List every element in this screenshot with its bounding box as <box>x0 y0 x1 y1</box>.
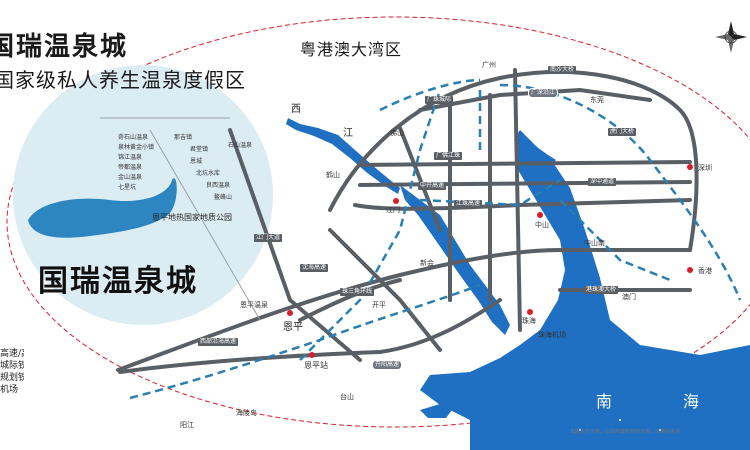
road-label: 江门大道 <box>254 234 283 242</box>
inset-item: 恩城 <box>190 158 203 165</box>
road-southern <box>118 298 502 374</box>
road-kaiping <box>328 228 442 352</box>
footnote: 本图仅为示意，以政府最终规划为准，非要约承诺 <box>570 429 681 435</box>
rail-zhuhai <box>559 199 671 282</box>
legend-item: 机场 <box>0 385 19 395</box>
jiangmen-marker <box>393 198 399 204</box>
city-label-hailing-island: 海陵岛 <box>236 409 257 417</box>
city-label-macao: 澳门 <box>622 293 636 301</box>
road-label: 南沙大桥 <box>548 66 577 74</box>
compass-icon <box>715 21 747 53</box>
road-label: 港珠澳大桥 <box>584 286 619 294</box>
city-markers <box>287 164 693 358</box>
inset-item: 君堂镇 <box>190 146 209 153</box>
inset-circle <box>13 65 273 325</box>
brand-title: 国瑞温泉城 <box>0 32 129 62</box>
hongkong-marker <box>687 267 693 273</box>
xijiang-river <box>286 118 400 194</box>
river-label-jiang: 江 <box>343 128 353 139</box>
pearl-river-mouth <box>514 130 556 168</box>
enping-station-marker <box>309 352 315 358</box>
region-boundary-ellipse <box>6 16 750 428</box>
inset-lake <box>28 178 177 238</box>
inset-item: 良西温泉 <box>206 182 231 189</box>
inset-item: 帝都温泉 <box>118 164 143 171</box>
legend-item: 高速/高速 <box>0 349 24 359</box>
road-label: 广佛江珠 <box>434 152 463 160</box>
road-label: 西部沿海高速 <box>198 338 239 346</box>
road-diagonal <box>398 126 442 232</box>
city-label-shenzhen: 深圳 <box>698 164 712 172</box>
road-label: 虎门大桥 <box>608 128 637 136</box>
city-label-zhuhai: 珠海 <box>522 317 536 325</box>
legend: 高速/高速 城际铁路 规划铁路 机场 <box>0 348 24 396</box>
coastal-island <box>420 404 452 418</box>
inset-road-1 <box>149 129 261 321</box>
city-label-zhuhai-airport: 珠海机场 <box>538 331 566 339</box>
road-ring <box>328 70 699 252</box>
city-label-hongkong: 香港 <box>698 267 712 275</box>
inset-item: 那吉镇 <box>174 134 193 141</box>
inset-item: 锦江温泉 <box>118 154 143 161</box>
sea-label-part1: 南 <box>596 392 613 411</box>
city-label-taishan: 台山 <box>340 393 354 401</box>
inset-item: 鳌峰山 <box>214 194 233 201</box>
city-label-jiangmen: 江门 <box>386 206 400 214</box>
inset-roads <box>100 117 261 321</box>
brand-subtitle: 国家级私人养生温泉度假区 <box>0 68 246 92</box>
city-label-enping-station: 恩平站 <box>304 361 328 370</box>
shenzhen-marker <box>687 164 693 170</box>
city-label-kaiping: 开平 <box>372 301 386 309</box>
xijiang-estuary <box>400 185 510 335</box>
city-label-zhongshan: 中山 <box>535 221 549 229</box>
road-east-west-2 <box>358 180 692 187</box>
city-label-enping: 恩平 <box>283 322 303 333</box>
river-label-xi: 西 <box>291 104 301 115</box>
city-label-heshan: 鹤山 <box>326 171 340 179</box>
legend-item: 城际铁路 <box>0 361 24 371</box>
road-label: 江珠高速 <box>454 200 483 208</box>
region-label: 粤港澳大湾区 <box>300 40 403 59</box>
enping-marker <box>287 310 293 316</box>
road-east-west-3 <box>358 160 692 167</box>
inset-park-label: 恩平地热国家地质公园 <box>152 213 232 222</box>
road-label: 广深沿江 <box>528 88 559 98</box>
road-north-south-3 <box>513 68 522 332</box>
inset-logo: 国瑞温泉城 <box>38 264 198 299</box>
inset-item: 北坑水库 <box>196 170 221 177</box>
coast-texture <box>579 419 661 431</box>
city-label-zhongshan-south: 中山南 <box>584 239 605 247</box>
rail-north <box>379 78 481 112</box>
inset-item: 七星坑 <box>118 184 137 191</box>
legend-item: 规划铁路 <box>0 373 24 383</box>
road-network <box>116 68 699 374</box>
road-enping-link <box>298 278 402 322</box>
city-label-guangzhou: 广州 <box>482 61 496 69</box>
road-label: 广珠城际 <box>425 96 454 104</box>
inset-item: 奇石山温泉 <box>118 134 149 141</box>
rail-jiangmen-zhongshan <box>419 178 561 207</box>
city-label-dongguan: 东莞 <box>590 96 604 104</box>
zhongshan-marker <box>537 212 543 218</box>
road-label: 中开高速 <box>418 182 447 190</box>
road-label: 开阳高速 <box>372 360 403 370</box>
city-label-enping-hot-spring: 恩平温泉 <box>240 301 268 309</box>
zhuhai-marker <box>527 309 533 315</box>
city-label-foshan: 佛山 <box>390 129 404 137</box>
road-label: 深中通道 <box>588 178 617 186</box>
inset-item: 泉林黄金小镇 <box>118 144 155 151</box>
road-label: 沈海高速 <box>300 264 329 272</box>
city-label-xinhui: 新会 <box>420 259 434 267</box>
sea-label-part2: 海 <box>683 392 700 411</box>
rail-enping-guangzhou <box>299 89 442 361</box>
inset-item: 金山温泉 <box>118 174 143 181</box>
city-label-yangjiang: 阳江 <box>180 421 194 429</box>
road-east-west-1 <box>353 198 692 211</box>
road-label: 珠三角环线 <box>340 288 375 296</box>
inset-item: 石山温泉 <box>228 142 253 149</box>
road-inset-link <box>228 128 362 362</box>
